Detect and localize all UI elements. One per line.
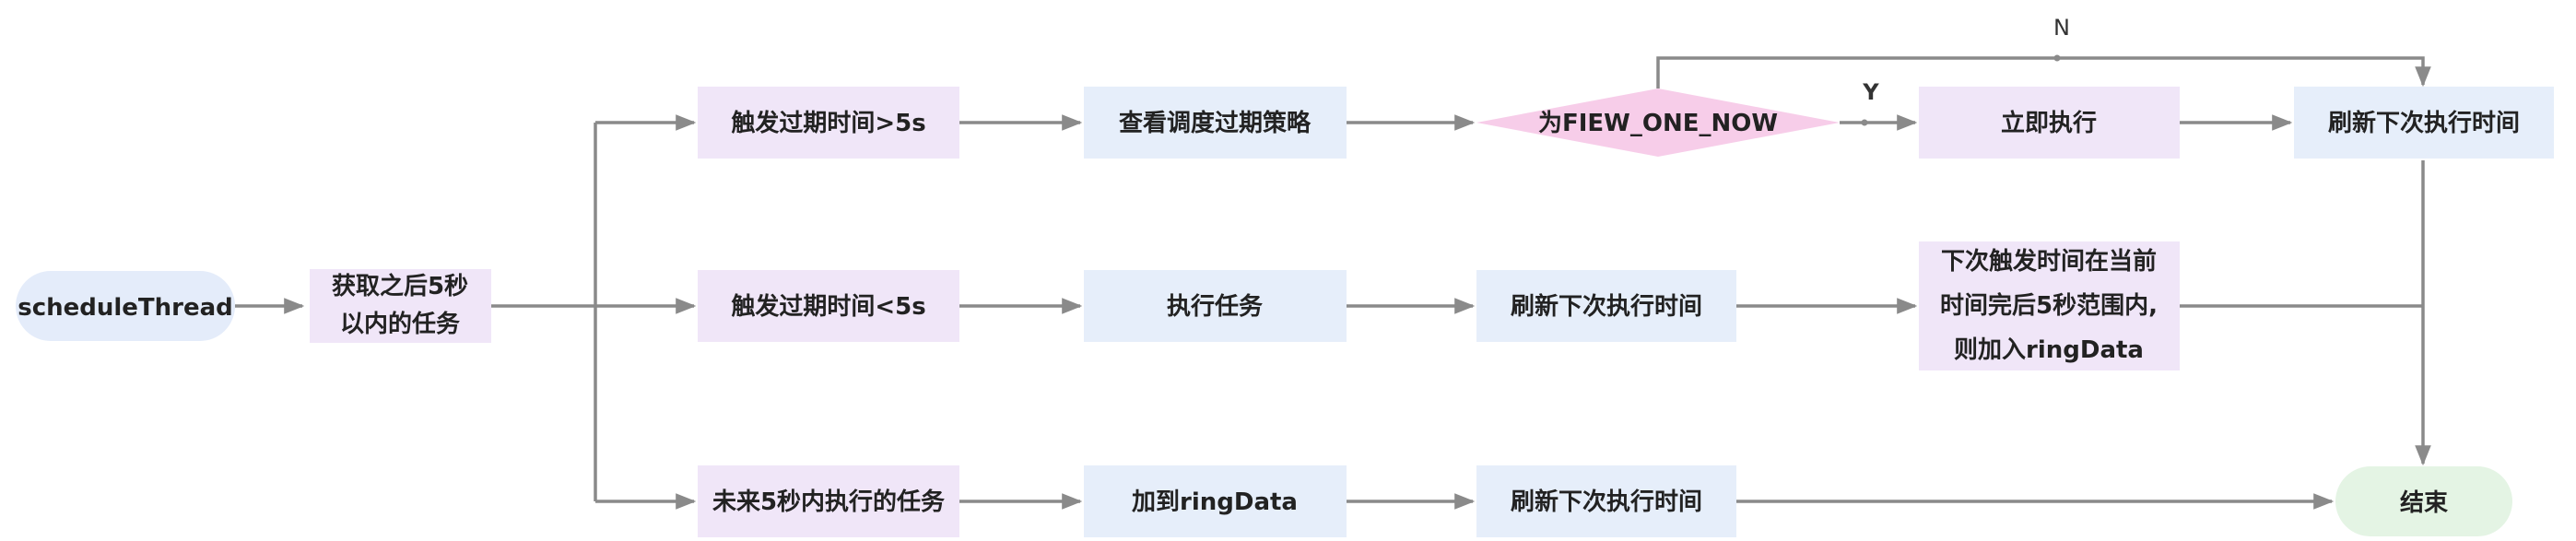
node-fetch-label-line1: 获取之后5秒 (332, 272, 468, 300)
node-fetch: 获取之后5秒 以内的任务 (310, 269, 491, 343)
node-end-label: 结束 (2400, 488, 2449, 517)
node-next-trigger-shape (1919, 241, 2180, 370)
node-exec-now-label: 立即执行 (2001, 109, 2097, 137)
node-next-trigger-label-line1: 下次触发时间在当前 (1941, 247, 2157, 276)
node-check-policy-label: 查看调度过期策略 (1119, 109, 1312, 137)
node-trigger-gt5-shape (698, 87, 959, 159)
node-future5-shape (698, 465, 959, 537)
node-next-trigger: 下次触发时间在当前 时间完后5秒范围内, 则加入ringData (1919, 241, 2180, 370)
node-run-task-label: 执行任务 (1167, 292, 1263, 321)
node-trigger-lt5-shape (698, 270, 959, 342)
edge-decision-no (1656, 56, 2431, 88)
node-refresh-low-shape (1476, 465, 1736, 537)
node-refresh-mid-shape (1476, 270, 1736, 342)
node-next-trigger-label-line3: 则加入ringData (1954, 336, 2144, 364)
node-refresh-mid: 刷新下次执行时间 (1476, 270, 1736, 342)
node-trigger-gt5-label: 触发过期时间>5s (731, 109, 925, 137)
edge-label-no: N (2053, 15, 2070, 41)
edge-label-yes: Y (1862, 79, 1879, 105)
node-fetch-shape (310, 269, 491, 343)
node-refresh-top: 刷新下次执行时间 (2294, 87, 2554, 159)
node-trigger-lt5: 触发过期时间<5s (698, 270, 959, 342)
node-decision: 为FIEW_ONE_NOW (1476, 88, 1840, 157)
node-start-label: scheduleThread (18, 294, 233, 322)
node-refresh-top-shape (2294, 87, 2554, 159)
edge-dot-yes (1861, 119, 1868, 126)
node-end-shape (2335, 466, 2512, 536)
node-refresh-low: 刷新下次执行时间 (1476, 465, 1736, 537)
node-start: scheduleThread (16, 271, 235, 341)
node-decision-shape (1476, 88, 1840, 157)
node-future5-label: 未来5秒内执行的任务 (712, 488, 945, 516)
node-next-trigger-label-line2: 时间完后5秒范围内, (1940, 291, 2158, 320)
node-check-policy-shape (1084, 87, 1347, 159)
node-add-ring-label: 加到ringData (1132, 488, 1298, 516)
node-future5: 未来5秒内执行的任务 (698, 465, 959, 537)
node-end: 结束 (2335, 466, 2512, 536)
node-refresh-top-label: 刷新下次执行时间 (2328, 109, 2520, 137)
node-add-ring: 加到ringData (1084, 465, 1347, 537)
node-refresh-low-label: 刷新下次执行时间 (1511, 488, 1702, 516)
node-check-policy: 查看调度过期策略 (1084, 87, 1347, 159)
node-exec-now-shape (1919, 87, 2180, 159)
node-exec-now: 立即执行 (1919, 87, 2180, 159)
connectors (235, 56, 2431, 510)
node-decision-label: 为FIEW_ONE_NOW (1538, 110, 1778, 137)
edge-dot-no (2053, 54, 2061, 62)
node-trigger-gt5: 触发过期时间>5s (698, 87, 959, 159)
node-start-shape (16, 271, 235, 341)
node-add-ring-shape (1084, 465, 1347, 537)
node-run-task-shape (1084, 270, 1347, 342)
node-run-task: 执行任务 (1084, 270, 1347, 342)
node-fetch-label-line2: 以内的任务 (340, 310, 460, 338)
node-trigger-lt5-label: 触发过期时间<5s (731, 292, 925, 321)
node-refresh-mid-label: 刷新下次执行时间 (1511, 292, 1702, 321)
